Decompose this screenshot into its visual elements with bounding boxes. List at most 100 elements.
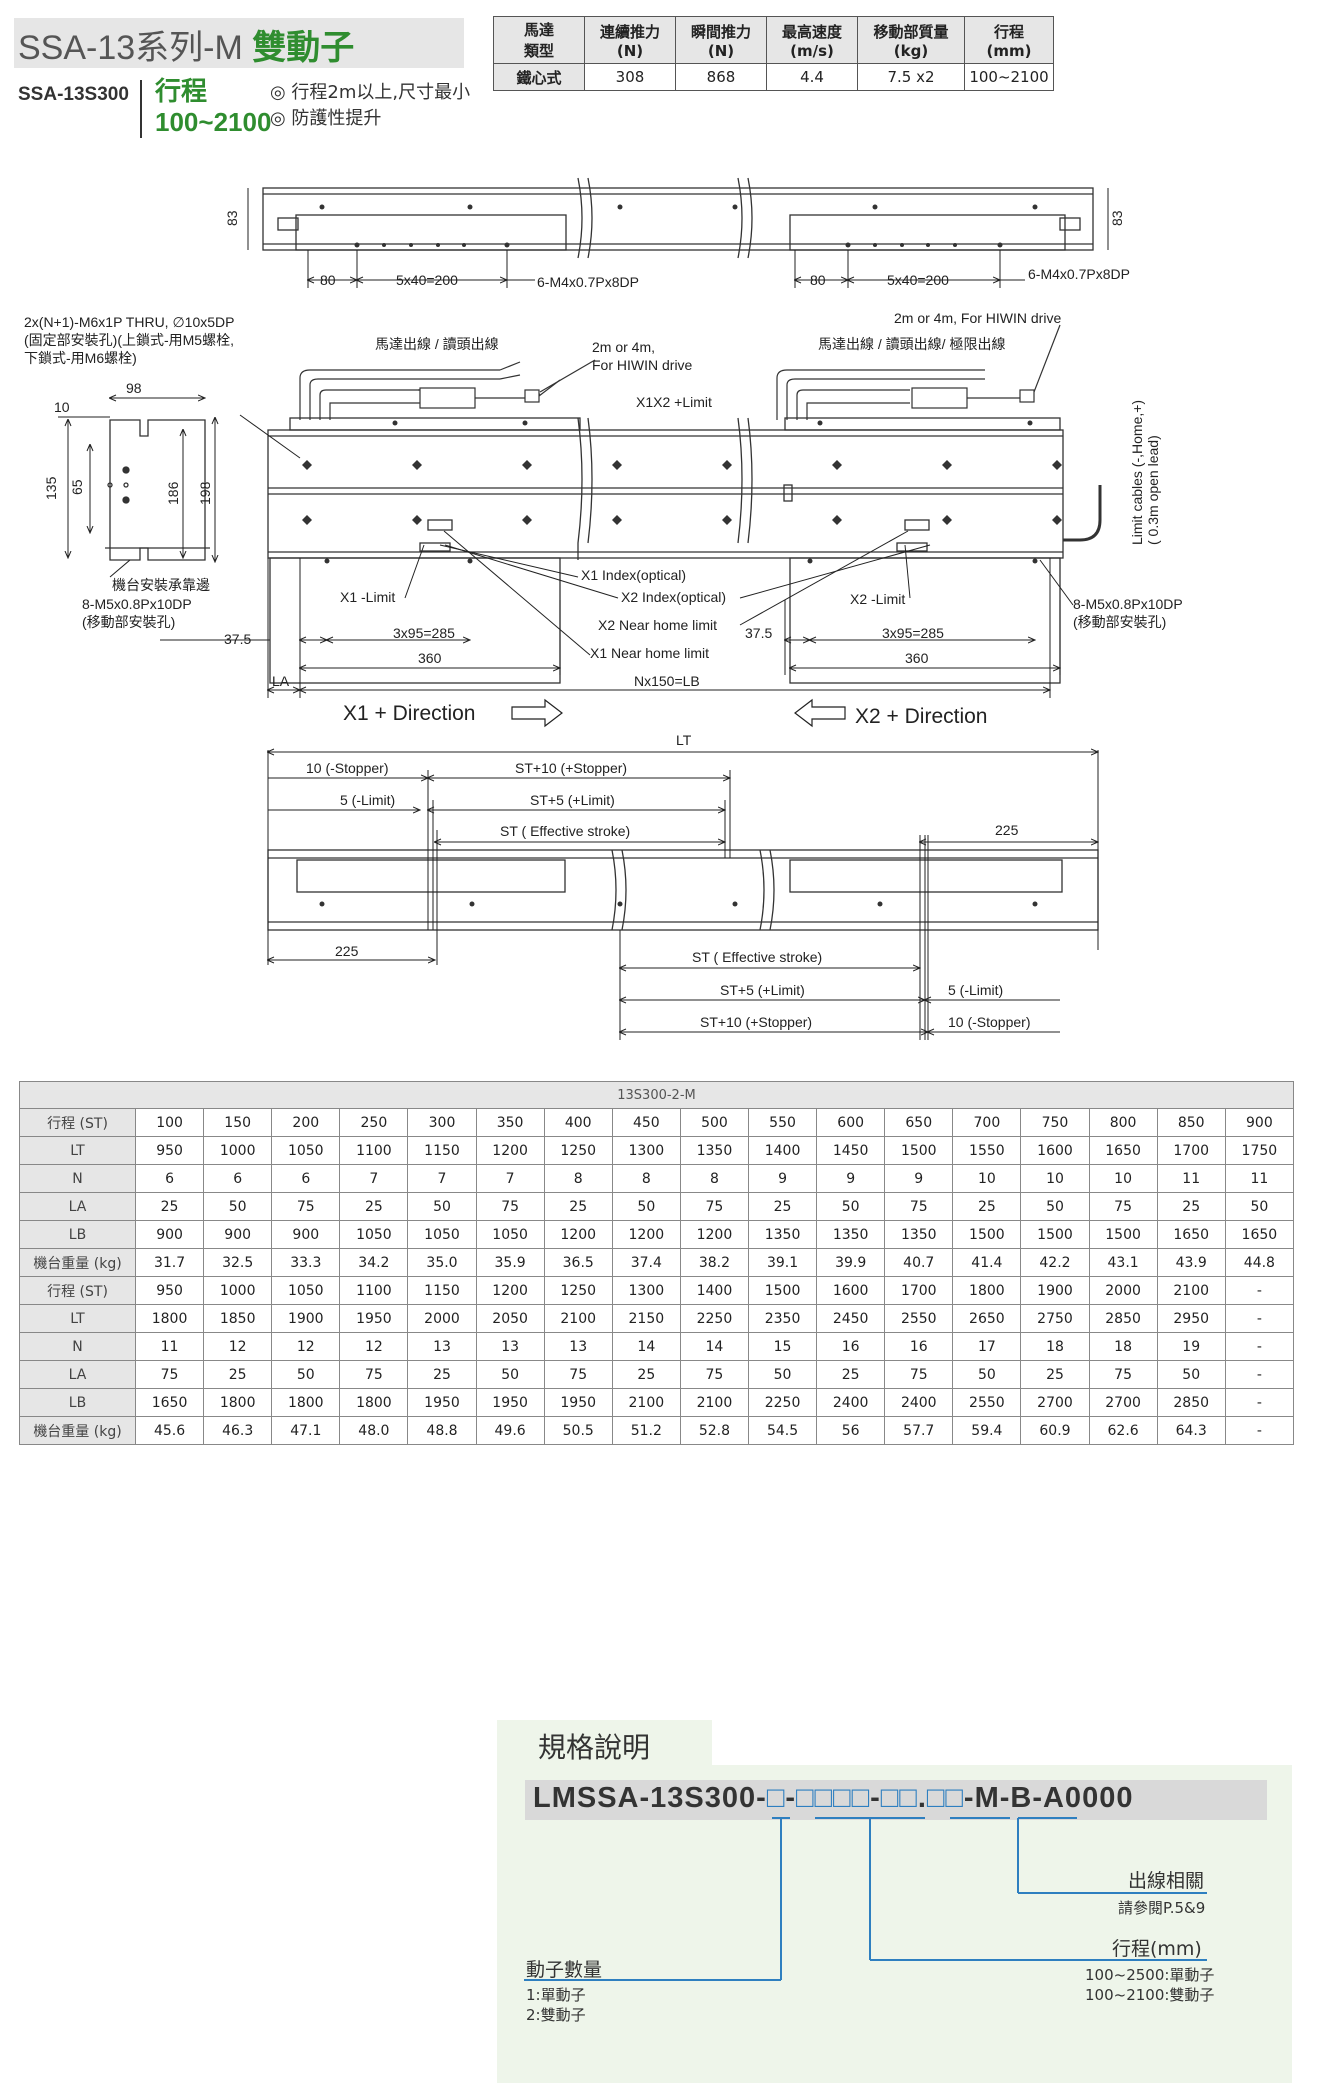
dim-37-5-b: 37.5 (745, 625, 772, 641)
stopper-plus-top: ST+10 (+Stopper) (515, 760, 627, 776)
x2-direction-arrow (794, 698, 846, 728)
table-cell: 36.5 (543, 1248, 613, 1277)
spec-cell: 868 (675, 63, 767, 91)
x1-direction-arrow (511, 698, 563, 728)
cable-group-b (776, 324, 1061, 420)
table-cell: 25 (203, 1360, 273, 1389)
row-header: LA (19, 1192, 136, 1221)
table-cell: 50 (475, 1360, 545, 1389)
table-cell: 56 (816, 1416, 886, 1445)
table-cell: 1500 (952, 1220, 1022, 1249)
table-cell: 12 (203, 1332, 273, 1361)
x2-minus-limit-label: X2 -Limit (850, 591, 905, 607)
table-cell: 1300 (611, 1136, 681, 1165)
x2-direction-label: X2 + Direction (855, 705, 987, 728)
spec-cell: 鐵心式 (493, 63, 585, 91)
table-cell: 25 (407, 1360, 477, 1389)
dim-186: 186 (165, 481, 181, 505)
table-cell: 8 (543, 1164, 613, 1193)
top-view-holes (319, 204, 1038, 248)
table-cell: 900 (134, 1220, 205, 1249)
spec-tab-background (497, 1720, 712, 1768)
table-cell: 2550 (884, 1304, 954, 1333)
dim-65: 65 (69, 479, 85, 495)
table-cell: 50 (1224, 1192, 1295, 1221)
limit-cables-2: ( 0.3m open lead) (1145, 435, 1161, 545)
row-header: LB (19, 1220, 136, 1249)
spec-header-line: (N) (616, 41, 644, 60)
table-cell: 37.4 (611, 1248, 681, 1277)
spec-header-cell: 行程(mm) (964, 16, 1054, 64)
code-background (525, 1780, 1267, 1820)
model-number: SSA-13S300 (18, 84, 129, 105)
table-cell: 75 (884, 1360, 954, 1389)
spec-header-cell: 馬達類型 (493, 16, 585, 64)
x2-index-label: X2 Index(optical) (621, 589, 726, 605)
dim-3x95-b: 3x95=285 (882, 625, 944, 641)
code-box-4: □□ (926, 1782, 964, 1814)
note-fixed: (固定部安裝孔)(上鎖式-用M5螺栓, (24, 332, 234, 348)
table-cell: 1750 (1224, 1136, 1295, 1165)
row-header: LT (19, 1136, 136, 1165)
table-cell: 1100 (339, 1276, 409, 1305)
spec-data-row: 鐵心式 308 868 4.4 7.5 x2 100~2100 (493, 63, 1054, 91)
table-cell: 32.5 (203, 1248, 273, 1277)
spec-header-line: (N) (707, 41, 735, 60)
table-cell: - (1224, 1360, 1295, 1389)
table-cell: 43.1 (1088, 1248, 1158, 1277)
table-cell: 16 (816, 1332, 886, 1361)
stroke-option: 100~2100:雙動子 (1085, 1986, 1215, 2004)
cable-b: 2m or 4m, For HIWIN drive (894, 310, 1061, 326)
table-cell: 49.6 (475, 1416, 545, 1445)
stroke-bottom: ST ( Effective stroke) (692, 949, 822, 965)
feature-item: ◎ 防護性提升 (270, 108, 382, 129)
table-cell: 1050 (271, 1136, 341, 1165)
table-cell: 75 (884, 1192, 954, 1221)
table-cell: 6 (134, 1164, 205, 1193)
header-divider (140, 80, 142, 138)
limit-minus-top: 5 (-Limit) (340, 792, 395, 808)
dim-3x95-a: 3x95=285 (393, 625, 455, 641)
table-cell: 25 (1156, 1192, 1226, 1221)
table-cell: 450 (611, 1108, 681, 1137)
stopper-plus-bottom: ST+10 (+Stopper) (700, 1014, 812, 1030)
table-cell: 33.3 (271, 1248, 341, 1277)
limit-plus-bottom: ST+5 (+Limit) (720, 982, 805, 998)
table-cell: 1650 (1088, 1136, 1158, 1165)
table-cell: 75 (543, 1360, 613, 1389)
table-cell: 950 (134, 1136, 205, 1165)
table-cell: 44.8 (1224, 1248, 1295, 1277)
table-cell: 50 (407, 1192, 477, 1221)
table-cell: 2550 (952, 1388, 1022, 1417)
dimension-drawing: 83 83 80 5x40=200 6-M4x0.7Px8DP 80 5x40=… (24, 177, 1183, 1040)
table-cell: 75 (679, 1360, 749, 1389)
table-cell: 75 (679, 1192, 749, 1221)
front-view (267, 417, 1102, 684)
spec-header-cell: 連續推力(N) (584, 16, 676, 64)
table-cell: 35.9 (475, 1248, 545, 1277)
table-cell: 50 (611, 1192, 681, 1221)
table-cell: 400 (543, 1108, 613, 1137)
table-cell: 75 (134, 1360, 205, 1389)
table-cell: 1950 (543, 1388, 613, 1417)
title-highlight: 雙動子 (252, 29, 355, 67)
spec-header-line: (kg) (893, 41, 929, 60)
table-cell: 1950 (407, 1388, 477, 1417)
table-cell: 8 (679, 1164, 749, 1193)
table-cell: 7 (475, 1164, 545, 1193)
code-suffix: -M-B-A0000 (963, 1782, 1134, 1814)
table-cell: 900 (271, 1220, 341, 1249)
table-cell: 1800 (339, 1388, 409, 1417)
stroke-label: 行程 (155, 76, 208, 106)
table-cell: 50 (271, 1360, 341, 1389)
table-cell: 10 (1020, 1164, 1090, 1193)
table-cell: 12 (339, 1332, 409, 1361)
dim-5x40-b: 5x40=200 (887, 272, 949, 288)
end-view (105, 419, 210, 561)
dim-360-b: 360 (905, 650, 929, 666)
table-cell: 900 (1224, 1108, 1295, 1137)
row-header: 機台重量 (kg) (19, 1248, 136, 1277)
base-surface-label: 機台安裝承靠邊 (112, 577, 210, 593)
table-cell: 25 (611, 1360, 681, 1389)
